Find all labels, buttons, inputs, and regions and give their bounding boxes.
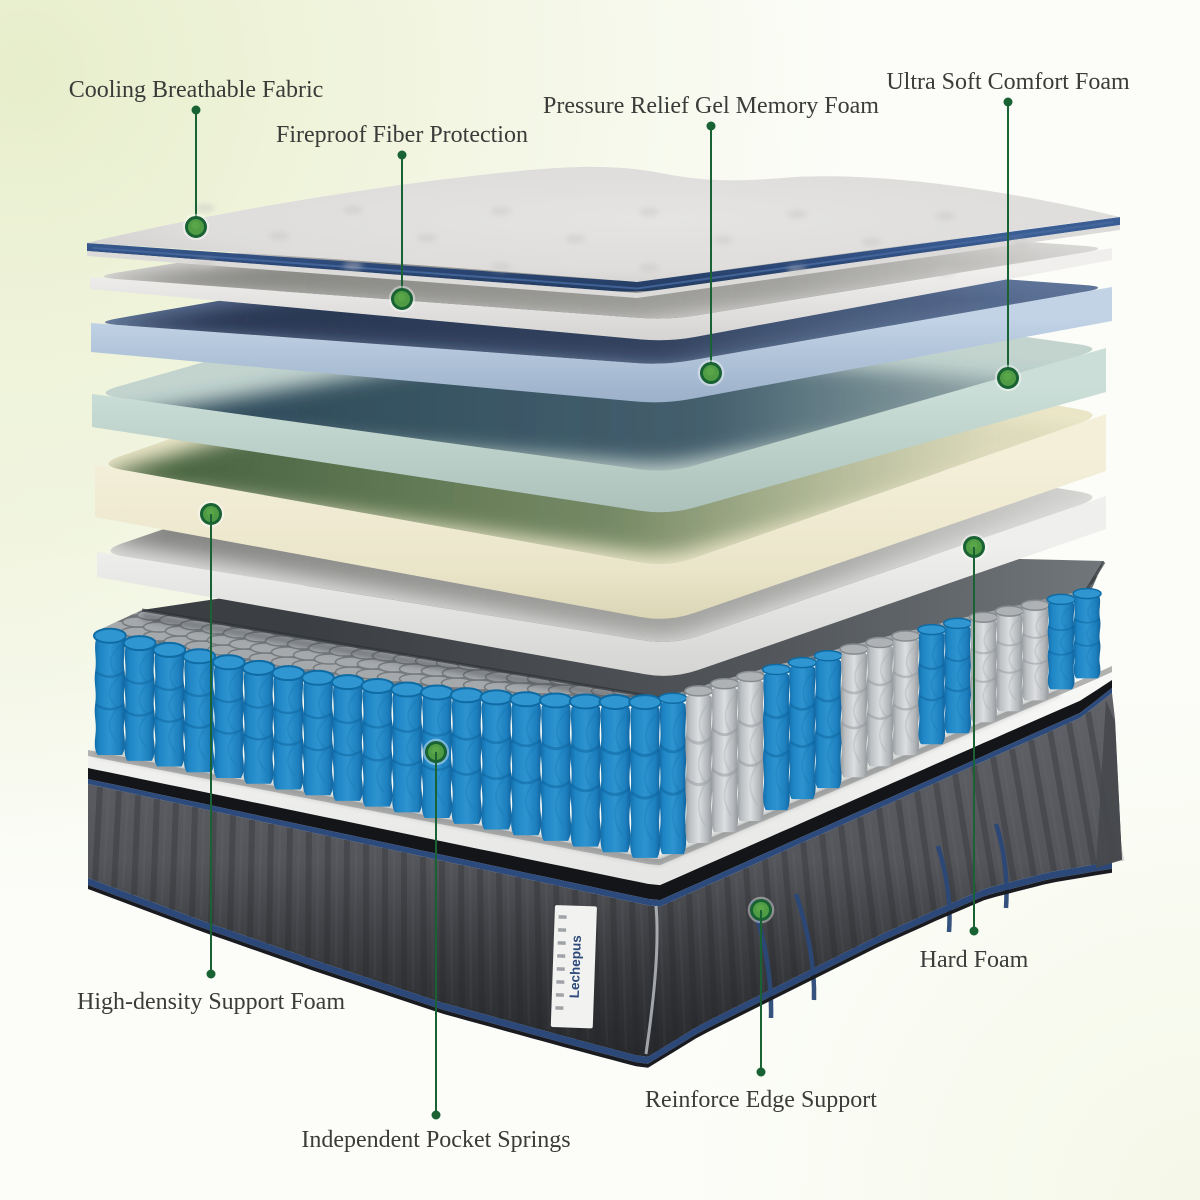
svg-text:Ultra Soft Comfort Foam: Ultra Soft Comfort Foam xyxy=(886,69,1130,95)
svg-text:Pressure Relief Gel Memory Foa: Pressure Relief Gel Memory Foam xyxy=(543,93,879,119)
svg-text:Hard Foam: Hard Foam xyxy=(920,947,1029,973)
svg-text:Lechepus: Lechepus xyxy=(567,935,584,999)
svg-text:Fireproof Fiber Protection: Fireproof Fiber Protection xyxy=(276,122,528,148)
svg-text:Reinforce Edge Support: Reinforce Edge Support xyxy=(645,1087,877,1113)
svg-text:High-density Support Foam: High-density Support Foam xyxy=(77,989,345,1015)
svg-text:Independent Pocket Springs: Independent Pocket Springs xyxy=(301,1127,570,1153)
svg-text:Cooling Breathable Fabric: Cooling Breathable Fabric xyxy=(69,77,324,103)
